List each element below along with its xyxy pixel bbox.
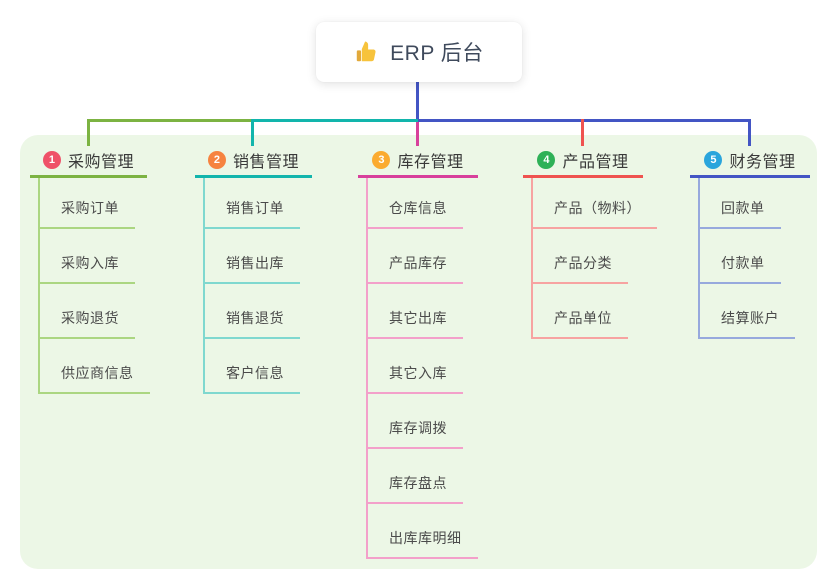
child-label[interactable]: 采购入库 bbox=[40, 253, 135, 284]
child-node: 销售出库 bbox=[205, 229, 312, 284]
bus-segment-3 bbox=[418, 119, 751, 122]
branch-children: 产品（物料） 产品分类 产品单位 bbox=[531, 178, 657, 339]
branch-5: 5 财务管理 回款单 付款单 结算账户 bbox=[690, 146, 810, 339]
branch-header[interactable]: 4 产品管理 bbox=[523, 146, 643, 178]
child-label[interactable]: 其它入库 bbox=[368, 363, 463, 394]
branch-number-badge: 4 bbox=[537, 150, 556, 169]
branch-label: 库存管理 bbox=[397, 153, 464, 171]
branch-header[interactable]: 3 库存管理 bbox=[358, 146, 478, 178]
root-title: ERP 后台 bbox=[390, 42, 484, 65]
child-node: 产品（物料） bbox=[533, 178, 657, 229]
branch-2: 2 销售管理 销售订单 销售出库 销售退货 客户信息 bbox=[195, 146, 312, 394]
child-label[interactable]: 销售退货 bbox=[205, 308, 300, 339]
bus-segment-1 bbox=[87, 119, 254, 122]
child-node: 产品库存 bbox=[368, 229, 478, 284]
child-label[interactable]: 产品（物料） bbox=[533, 198, 657, 229]
branch-drop-2 bbox=[251, 119, 254, 146]
branch-drop-1 bbox=[87, 119, 90, 146]
branch-header[interactable]: 2 销售管理 bbox=[195, 146, 312, 178]
child-node: 仓库信息 bbox=[368, 178, 478, 229]
child-label[interactable]: 销售出库 bbox=[205, 253, 300, 284]
root-connector-line bbox=[416, 82, 419, 122]
child-label[interactable]: 供应商信息 bbox=[40, 363, 150, 394]
branch-number-badge: 1 bbox=[42, 150, 61, 169]
child-label[interactable]: 产品单位 bbox=[533, 308, 628, 339]
child-label[interactable]: 回款单 bbox=[700, 198, 781, 229]
child-node: 付款单 bbox=[700, 229, 810, 284]
child-node: 回款单 bbox=[700, 178, 810, 229]
child-label[interactable]: 采购退货 bbox=[40, 308, 135, 339]
thumbs-up-icon bbox=[354, 39, 380, 65]
child-label[interactable]: 产品分类 bbox=[533, 253, 628, 284]
child-node: 产品分类 bbox=[533, 229, 643, 284]
branch-label: 采购管理 bbox=[67, 153, 134, 171]
child-node: 销售订单 bbox=[205, 178, 312, 229]
child-label[interactable]: 库存调拨 bbox=[368, 418, 463, 449]
branch-header[interactable]: 1 采购管理 bbox=[30, 146, 147, 178]
branch-number-badge: 3 bbox=[372, 150, 391, 169]
child-node: 供应商信息 bbox=[40, 339, 150, 394]
branch-drop-4 bbox=[581, 119, 584, 146]
child-label[interactable]: 仓库信息 bbox=[368, 198, 463, 229]
child-node: 其它出库 bbox=[368, 284, 478, 339]
branch-drop-5 bbox=[748, 119, 751, 146]
bus-segment-2 bbox=[254, 119, 418, 122]
branch-1: 1 采购管理 采购订单 采购入库 采购退货 供应商信息 bbox=[30, 146, 150, 394]
branch-drop-3 bbox=[416, 122, 419, 146]
child-node: 出库库明细 bbox=[368, 504, 478, 559]
child-label[interactable]: 出库库明细 bbox=[368, 528, 478, 559]
branch-number-badge: 2 bbox=[207, 150, 226, 169]
child-label[interactable]: 采购订单 bbox=[40, 198, 135, 229]
child-node: 销售退货 bbox=[205, 284, 312, 339]
branch-3: 3 库存管理 仓库信息 产品库存 其它出库 其它入库 库存调拨 库存盘点 出库库… bbox=[358, 146, 478, 559]
child-node: 其它入库 bbox=[368, 339, 478, 394]
branch-header[interactable]: 5 财务管理 bbox=[690, 146, 810, 178]
child-node: 库存盘点 bbox=[368, 449, 478, 504]
child-node: 库存调拨 bbox=[368, 394, 478, 449]
child-label[interactable]: 销售订单 bbox=[205, 198, 300, 229]
child-label[interactable]: 结算账户 bbox=[700, 308, 795, 339]
child-node: 产品单位 bbox=[533, 284, 643, 339]
child-label[interactable]: 客户信息 bbox=[205, 363, 300, 394]
branch-children: 销售订单 销售出库 销售退货 客户信息 bbox=[203, 178, 312, 394]
branch-number-badge: 5 bbox=[704, 150, 723, 169]
child-label[interactable]: 产品库存 bbox=[368, 253, 463, 284]
branch-label: 财务管理 bbox=[729, 153, 796, 171]
child-node: 采购退货 bbox=[40, 284, 147, 339]
branch-children: 仓库信息 产品库存 其它出库 其它入库 库存调拨 库存盘点 出库库明细 bbox=[366, 178, 478, 559]
child-node: 采购订单 bbox=[40, 178, 147, 229]
branches-panel bbox=[20, 135, 817, 569]
child-label[interactable]: 付款单 bbox=[700, 253, 781, 284]
root-node[interactable]: ERP 后台 bbox=[316, 22, 522, 82]
child-node: 结算账户 bbox=[700, 284, 810, 339]
child-label[interactable]: 库存盘点 bbox=[368, 473, 463, 504]
child-label[interactable]: 其它出库 bbox=[368, 308, 463, 339]
branch-children: 回款单 付款单 结算账户 bbox=[698, 178, 810, 339]
branch-4: 4 产品管理 产品（物料） 产品分类 产品单位 bbox=[523, 146, 657, 339]
child-node: 客户信息 bbox=[205, 339, 312, 394]
branch-label: 销售管理 bbox=[232, 153, 299, 171]
branch-children: 采购订单 采购入库 采购退货 供应商信息 bbox=[38, 178, 150, 394]
child-node: 采购入库 bbox=[40, 229, 147, 284]
branch-label: 产品管理 bbox=[562, 153, 629, 171]
